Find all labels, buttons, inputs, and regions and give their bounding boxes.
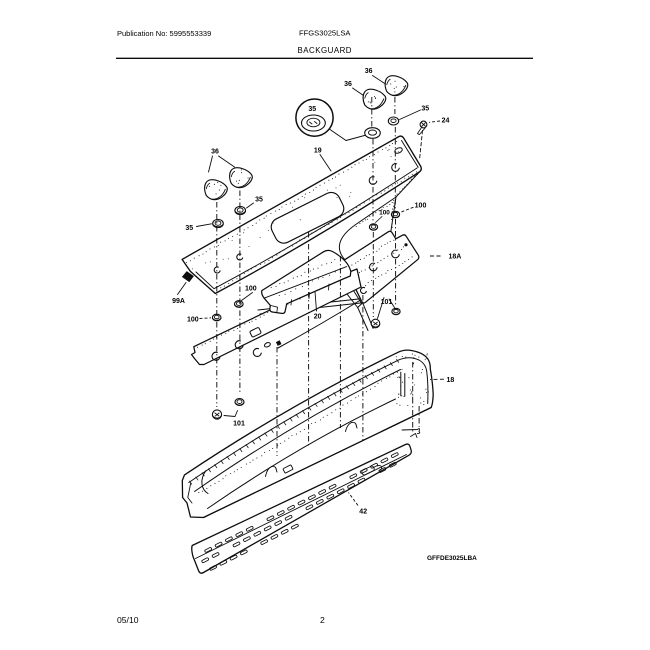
svg-text:FFGS3025LSA: FFGS3025LSA [299, 29, 351, 38]
svg-text:05/10: 05/10 [117, 615, 139, 625]
svg-text:18A: 18A [449, 253, 462, 260]
svg-text:36: 36 [344, 81, 352, 88]
svg-text:99A: 99A [172, 298, 185, 305]
svg-text:100: 100 [245, 286, 257, 293]
svg-text:19: 19 [314, 148, 322, 155]
svg-text:20: 20 [314, 314, 322, 321]
svg-text:36: 36 [211, 149, 219, 156]
svg-text:18: 18 [447, 377, 455, 384]
svg-text:GFFDE3025LBA: GFFDE3025LBA [427, 555, 477, 562]
svg-text:35: 35 [421, 106, 429, 113]
svg-text:35: 35 [308, 106, 316, 113]
svg-text:Publication No: 5995553339: Publication No: 5995553339 [117, 29, 211, 38]
svg-text:24: 24 [442, 118, 450, 125]
svg-text:101: 101 [233, 421, 245, 428]
svg-text:100: 100 [187, 317, 199, 324]
svg-text:BACKGUARD: BACKGUARD [298, 46, 352, 55]
svg-text:42: 42 [359, 509, 367, 516]
svg-text:35: 35 [185, 225, 193, 232]
svg-text:100: 100 [379, 210, 390, 217]
svg-text:101: 101 [381, 299, 393, 306]
svg-text:35: 35 [255, 197, 263, 204]
svg-text:36: 36 [365, 68, 373, 75]
svg-text:100: 100 [415, 203, 427, 210]
svg-text:2: 2 [320, 615, 325, 625]
